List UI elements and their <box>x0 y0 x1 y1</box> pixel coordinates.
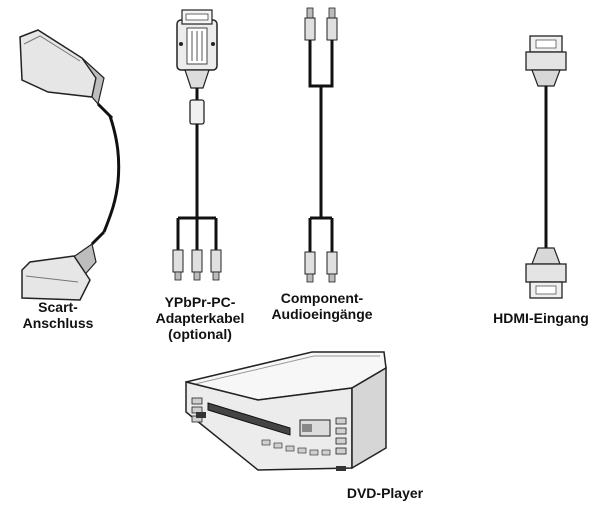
rca-plugs-audio-bottom <box>304 251 338 283</box>
scart-label-line2: Anschluss <box>22 315 94 331</box>
component-label-line1: Component- <box>280 290 364 306</box>
hdmi-cable <box>525 35 567 299</box>
dvd-player <box>185 351 387 471</box>
ypbpr-adapter-cable <box>172 9 222 281</box>
vga-connector <box>176 9 218 89</box>
scart-cable <box>19 29 121 301</box>
scart-label: Scart- Anschluss <box>8 299 108 331</box>
ypbpr-label-line2: Adapterkabel <box>155 310 245 326</box>
dvd-player-label: DVD-Player <box>346 485 424 501</box>
scart-connector-bottom <box>21 230 106 301</box>
ypbpr-label: YPbPr-PC- Adapterkabel (optional) <box>140 294 260 342</box>
rca-plugs-audio-top <box>304 7 338 41</box>
hdmi-label: HDMI-Eingang <box>493 310 589 326</box>
scart-label-line1: Scart- <box>38 299 78 315</box>
scart-connector-top <box>19 29 114 120</box>
component-label-line2: Audioeingänge <box>271 306 373 322</box>
component-audio-cable <box>304 7 338 283</box>
hdmi-connector-bottom <box>525 247 567 299</box>
component-label: Component- Audioeingänge <box>262 290 382 322</box>
ferrite-core <box>189 99 205 125</box>
scart-cable-line <box>102 115 121 233</box>
ypbpr-label-line1: YPbPr-PC- <box>164 294 236 310</box>
rca-plugs-ypbpr <box>172 249 222 281</box>
hdmi-connector-top <box>525 35 567 87</box>
ypbpr-label-line3: (optional) <box>168 326 232 342</box>
